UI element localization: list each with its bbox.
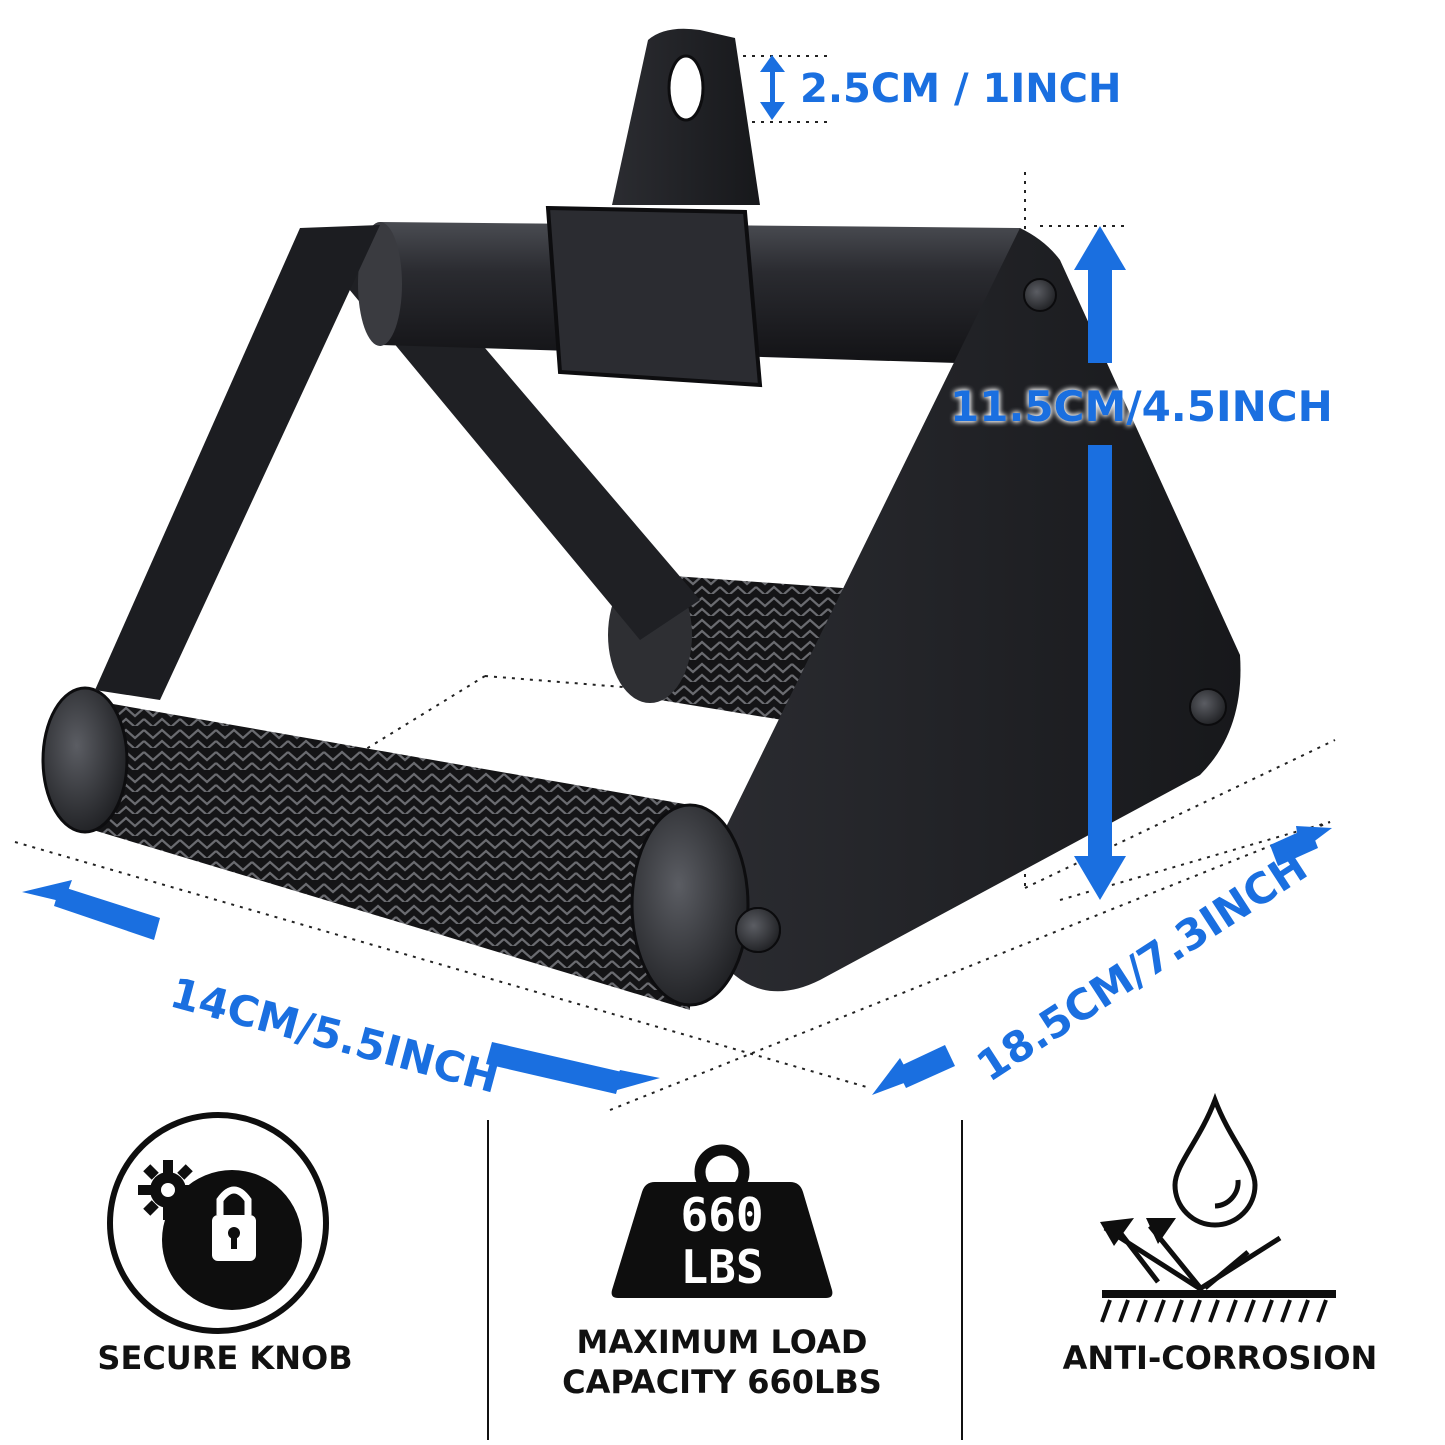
arrow-height: [1074, 226, 1126, 900]
arrow-width: [22, 880, 660, 1094]
mount-tab: [612, 28, 760, 205]
feature-label-secure-knob: SECURE KNOB: [97, 1339, 353, 1377]
weight-icon-unit: LBS: [680, 1240, 764, 1294]
height-dimension-label: 11.5CM/4.5INCH: [950, 382, 1333, 431]
arrow-depth: [872, 826, 1332, 1095]
arrow-hole: [760, 55, 785, 120]
feature-label-max-load-line1: MAXIMUM LOAD: [576, 1323, 868, 1361]
dimension-arrows: [22, 55, 1332, 1095]
gear-lock-icon: [107, 1112, 329, 1334]
feature-label-anti-corrosion: ANTI-CORROSION: [1062, 1339, 1378, 1377]
hole-dimension-label: 2.5CM / 1INCH: [800, 66, 1122, 112]
weight-icon-number: 660: [680, 1188, 764, 1242]
water-drop-icon: [1100, 1092, 1336, 1323]
front-plate-left: [95, 225, 380, 700]
top-bar: [358, 205, 1030, 388]
front-grip: [41, 686, 690, 1010]
feature-label-max-load-line2: CAPACITY 660LBS: [562, 1363, 882, 1401]
weight-icon: [611, 1144, 833, 1298]
feature-dividers: [487, 1120, 963, 1440]
